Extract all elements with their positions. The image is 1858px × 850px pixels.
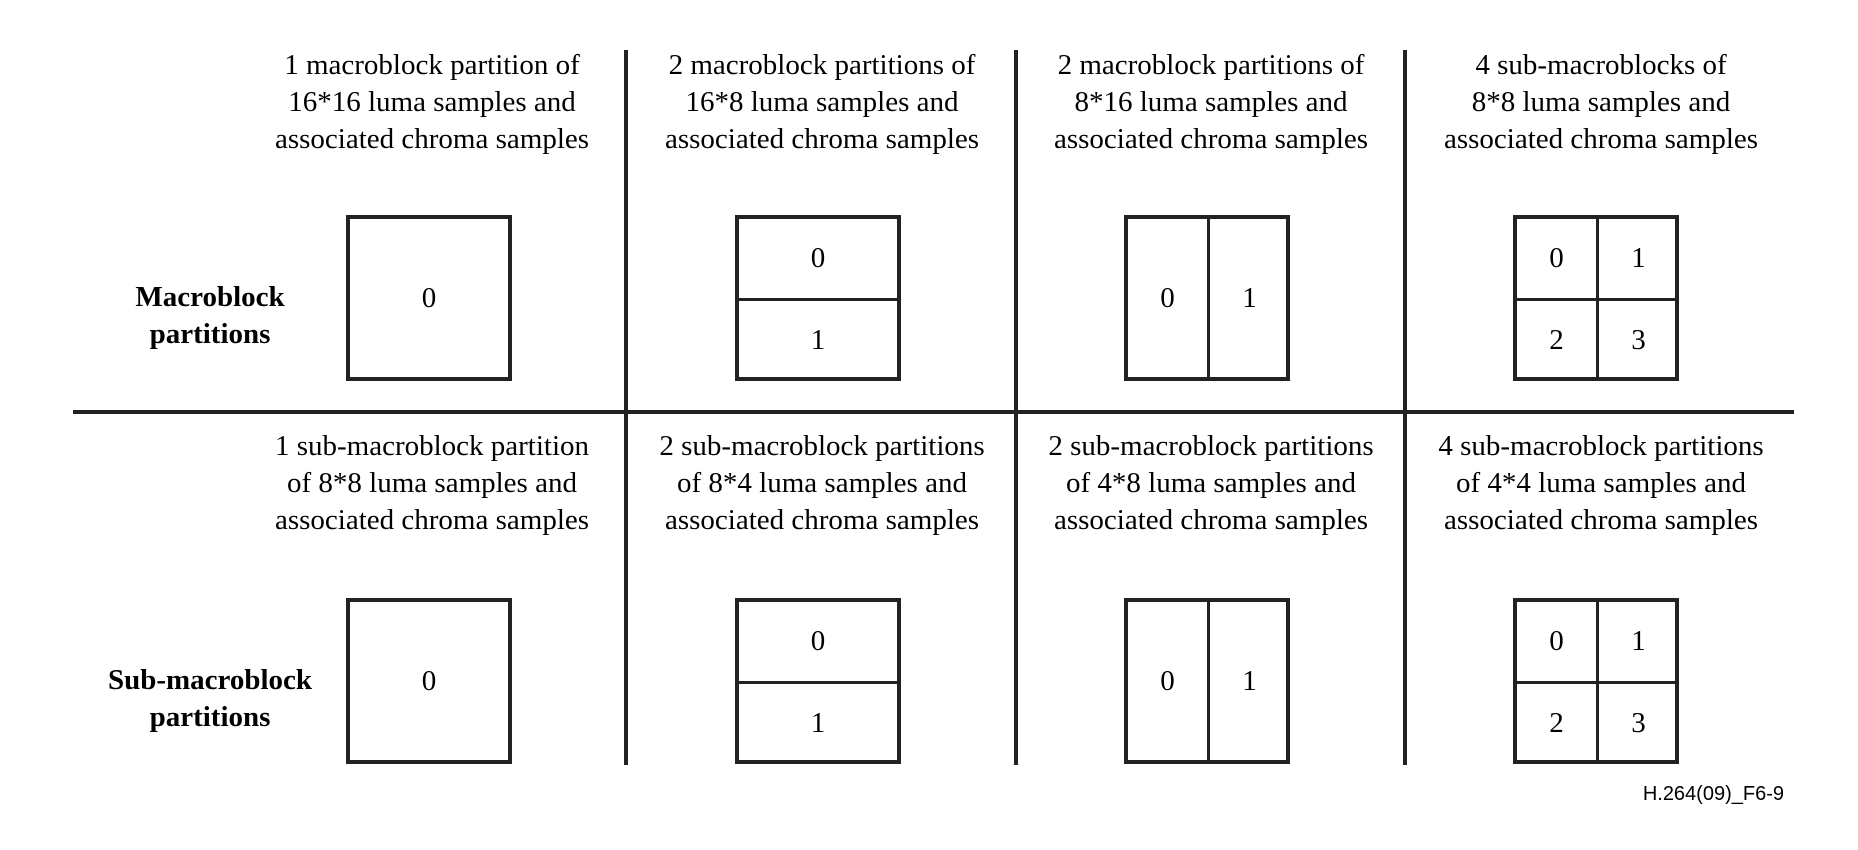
mb-caption-16x8: 2 macroblock partitions of 16*8 luma sam… xyxy=(664,49,980,155)
smb-caption-8x4: 2 sub-macroblock partitions of 8*4 luma … xyxy=(659,430,985,536)
partition-divider xyxy=(1207,219,1210,377)
partition-index: 0 xyxy=(810,625,826,657)
smb-partition-4x4: 0 1 2 3 xyxy=(1513,598,1679,764)
partition-index: 2 xyxy=(1549,707,1564,739)
partition-index: 2 xyxy=(1549,324,1564,356)
partition-index: 0 xyxy=(1160,281,1175,314)
mb-caption-8x8: 4 sub-macroblocks of 8*8 luma samples an… xyxy=(1443,49,1759,155)
partition-divider xyxy=(739,298,897,301)
figure-id: H.264(09)_F6-9 xyxy=(1642,783,1784,805)
partition-index: 0 xyxy=(810,242,826,274)
mb-caption-16x16: 1 macroblock partition of 16*16 luma sam… xyxy=(274,49,590,155)
partition-divider xyxy=(1596,602,1599,760)
row-divider xyxy=(73,410,1794,414)
mb-caption-8x16: 2 macroblock partitions of 8*16 luma sam… xyxy=(1053,49,1369,155)
smb-caption-8x8: 1 sub-macroblock partition of 8*8 luma s… xyxy=(274,430,590,536)
mb-partition-16x8: 0 1 xyxy=(735,215,901,381)
partition-divider xyxy=(739,681,897,684)
partition-divider xyxy=(1207,602,1210,760)
partition-index: 1 xyxy=(1631,625,1646,657)
partition-index: 3 xyxy=(1631,324,1646,356)
partition-index: 1 xyxy=(810,324,826,356)
partition-index: 0 xyxy=(1160,664,1175,697)
smb-caption-4x4: 4 sub-macroblock partitions of 4*4 luma … xyxy=(1438,430,1764,536)
column-divider-3 xyxy=(1403,50,1407,765)
partition-index: 1 xyxy=(1242,281,1257,314)
partition-index: 0 xyxy=(1549,242,1564,274)
mb-partition-8x16: 0 1 xyxy=(1124,215,1290,381)
macroblock-row-label: Macroblock partitions xyxy=(135,281,285,350)
partition-index: 0 xyxy=(1549,625,1564,657)
smb-partition-4x8: 0 1 xyxy=(1124,598,1290,764)
mb-partition-16x16: 0 xyxy=(346,215,512,381)
column-divider-2 xyxy=(1014,50,1018,765)
smb-partition-8x4: 0 1 xyxy=(735,598,901,764)
partition-index: 3 xyxy=(1631,707,1646,739)
column-divider-1 xyxy=(624,50,628,765)
partition-index: 0 xyxy=(421,664,437,697)
smb-partition-8x8: 0 xyxy=(346,598,512,764)
partition-divider xyxy=(1596,219,1599,377)
partition-index: 0 xyxy=(421,281,437,314)
smb-caption-4x8: 2 sub-macroblock partitions of 4*8 luma … xyxy=(1048,430,1374,536)
partition-index: 1 xyxy=(1242,664,1257,697)
partition-index: 1 xyxy=(1631,242,1646,274)
sub-macroblock-row-label: Sub-macroblock partitions xyxy=(107,664,313,733)
mb-partition-8x8: 0 1 2 3 xyxy=(1513,215,1679,381)
partition-index: 1 xyxy=(810,707,826,739)
